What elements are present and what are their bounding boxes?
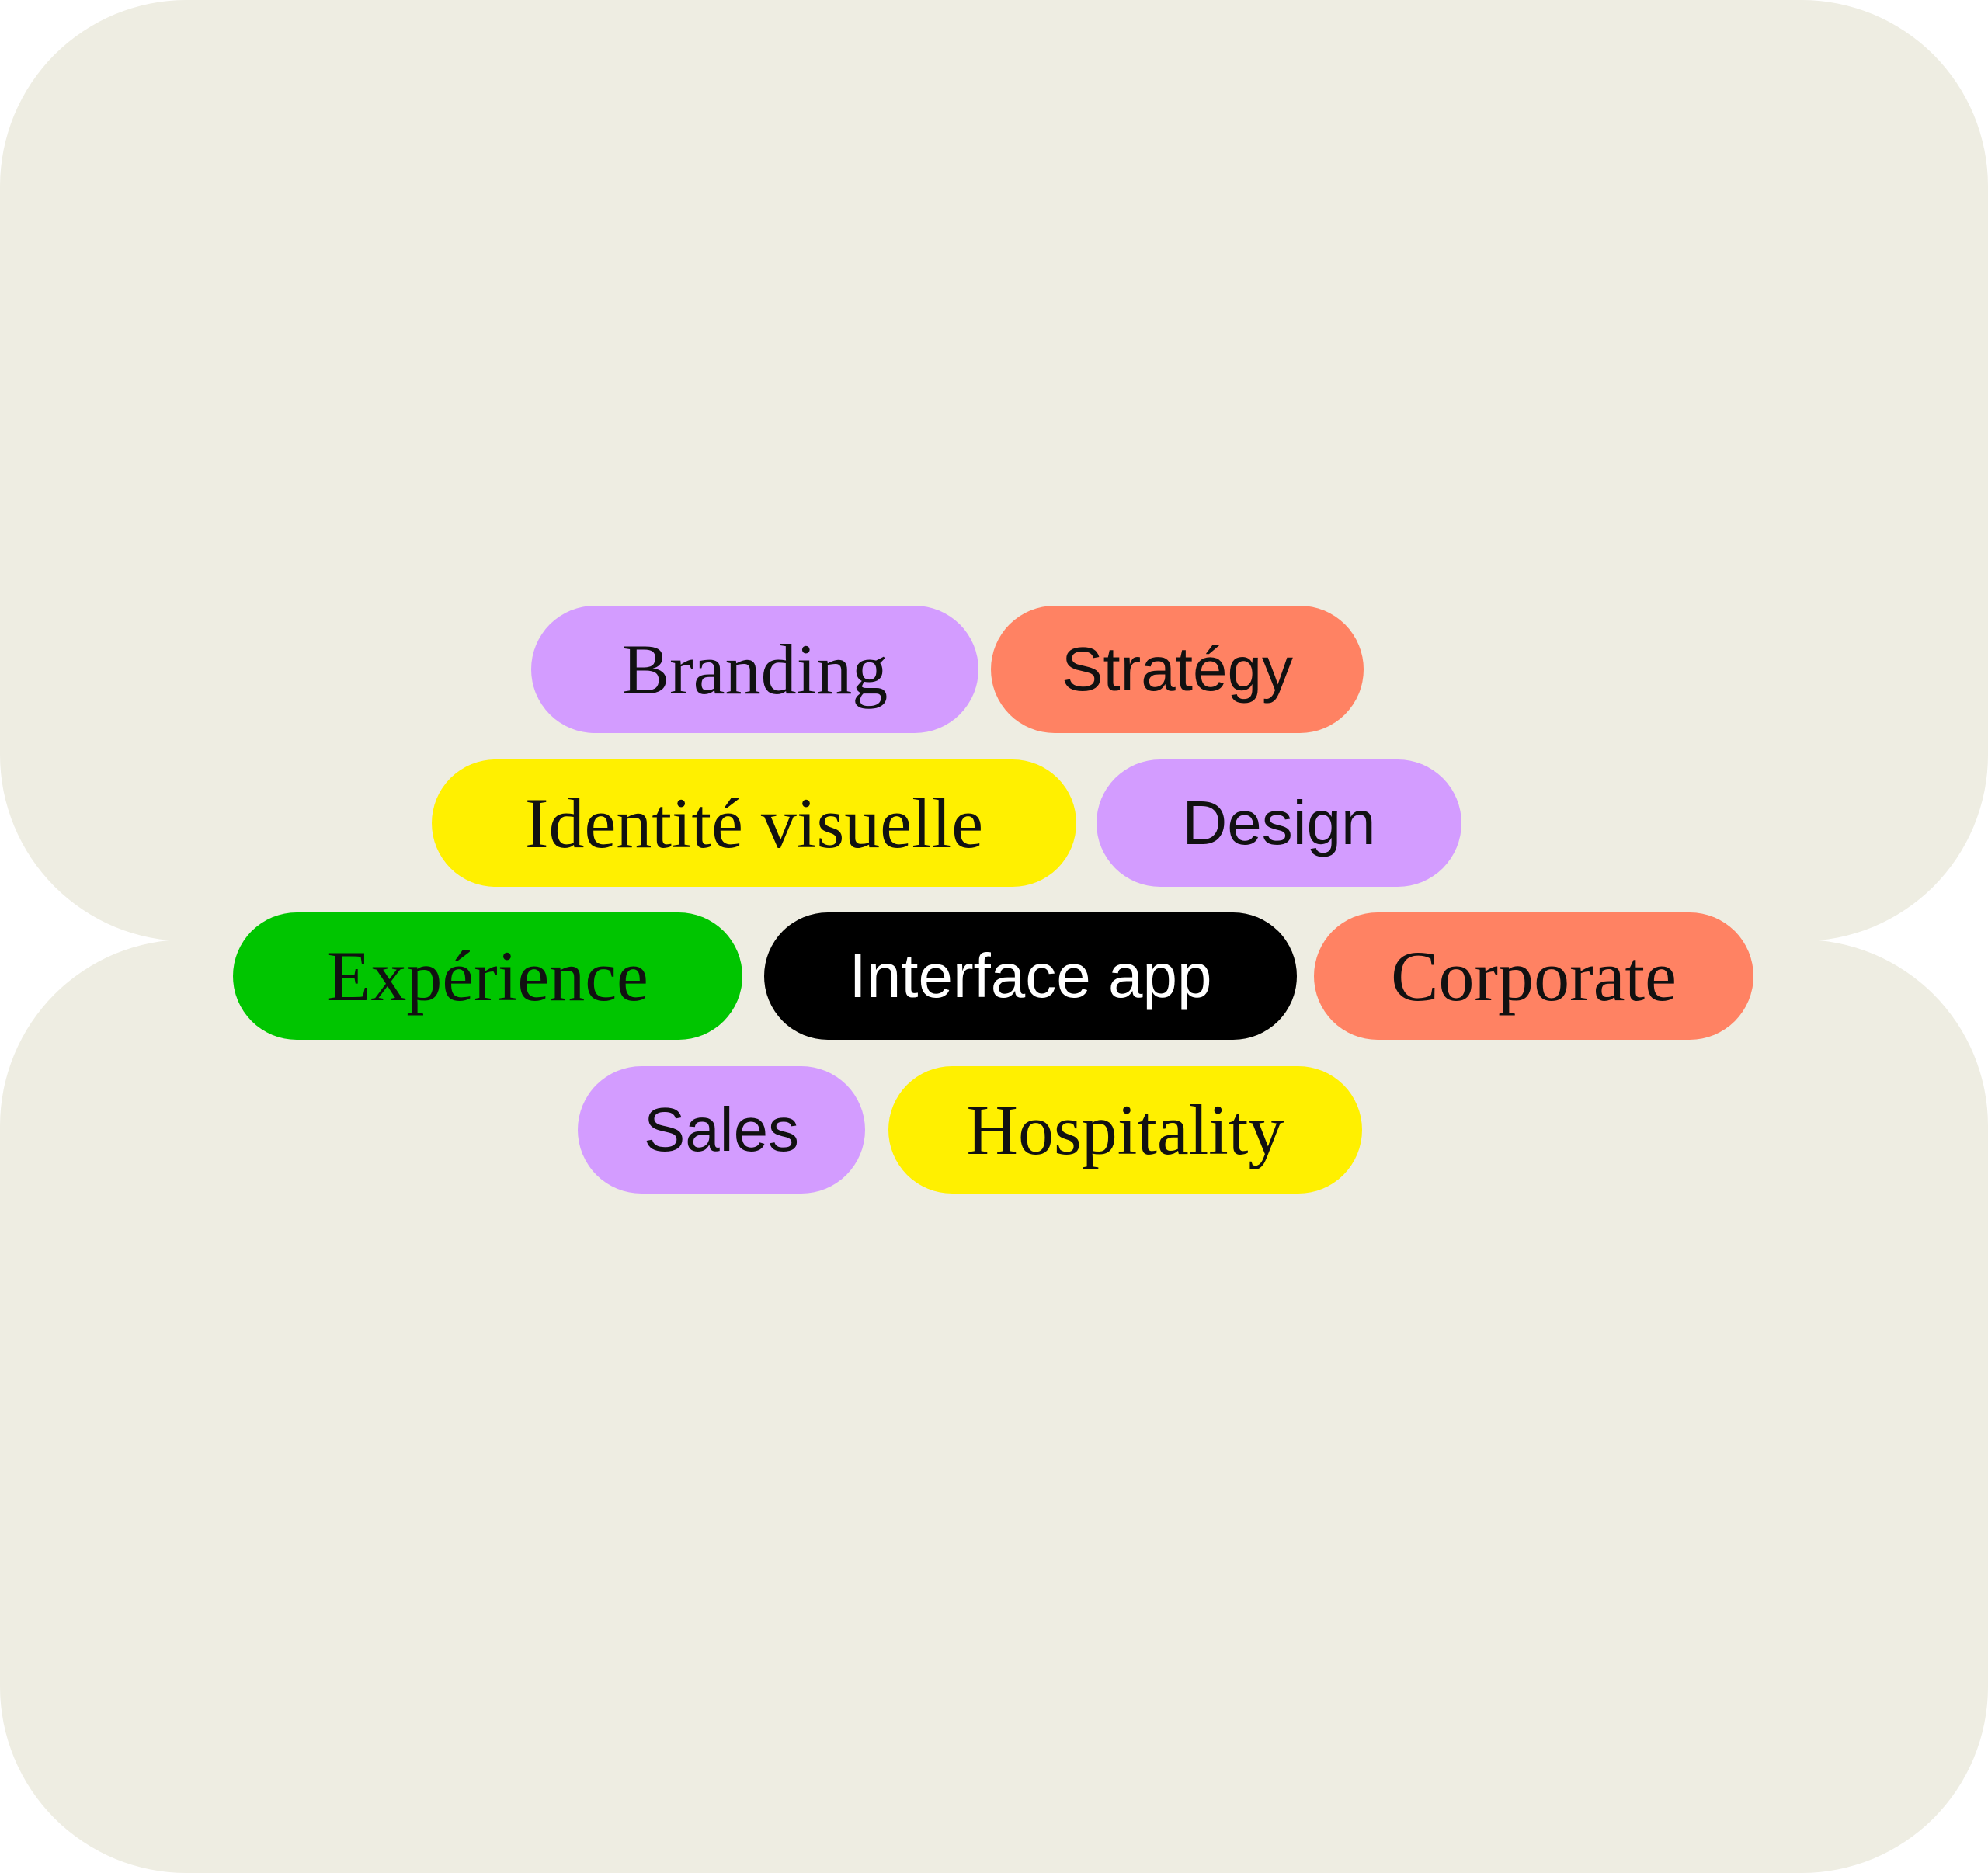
tag-label: Branding xyxy=(621,630,888,709)
tag-label: Expérience xyxy=(327,936,648,1016)
tag-label: Identité visuelle xyxy=(524,784,984,863)
tag-identite-visuelle[interactable]: Identité visuelle xyxy=(432,759,1076,887)
tag-corporate[interactable]: Corporate xyxy=(1314,912,1753,1040)
tag-label: Interface app xyxy=(849,941,1212,1010)
tag-interface-app[interactable]: Interface app xyxy=(764,912,1297,1040)
tag-label: Corporate xyxy=(1391,936,1677,1016)
tag-hospitality[interactable]: Hospitality xyxy=(888,1066,1362,1194)
tag-label: Design xyxy=(1182,788,1376,857)
tag-label: Sales xyxy=(643,1095,800,1164)
tag-label: Hospitality xyxy=(966,1090,1284,1169)
tag-sales[interactable]: Sales xyxy=(578,1066,865,1194)
tag-experience[interactable]: Expérience xyxy=(233,912,742,1040)
tag-branding[interactable]: Branding xyxy=(531,606,978,733)
tag-label: Stratégy xyxy=(1062,634,1293,704)
tag-strategy[interactable]: Stratégy xyxy=(991,606,1364,733)
tag-design[interactable]: Design xyxy=(1097,759,1461,887)
